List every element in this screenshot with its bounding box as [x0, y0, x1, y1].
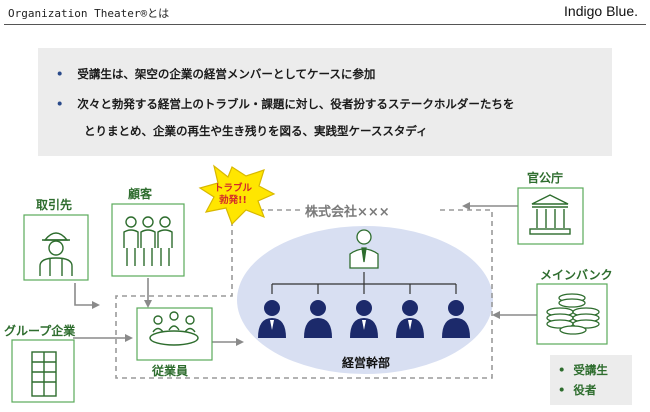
jugyoin-box	[136, 307, 213, 361]
group-kigyo-label: グループ企業	[4, 324, 76, 338]
kokyaku-label: 顧客	[128, 187, 153, 201]
ceo-icon	[349, 229, 379, 269]
torihikisaki-label: 取引先	[36, 198, 73, 212]
torihikisaki-box	[23, 214, 89, 281]
summary-bullet: •受講生は、架空の企業の経営メンバーとしてケースに参加	[56, 67, 376, 81]
header-divider	[4, 24, 646, 25]
legend-item-actor: •役者	[558, 383, 597, 397]
legend-item-trainee: •受講生	[558, 363, 608, 377]
main-bank-label: メインバンク	[540, 268, 613, 282]
summary-panel: •受講生は、架空の企業の経営メンバーとしてケースに参加 •次々と勃発する経営上の…	[38, 48, 612, 156]
page-title: Organization Theater®とは	[8, 7, 170, 20]
employees-meeting-icon	[149, 311, 199, 346]
summary-bullet: •次々と勃発する経営上のトラブル・課題に対し、役者扮するステークホルダーたちを	[56, 97, 515, 111]
trouble-burst-star	[198, 164, 276, 226]
jugyoin-label: 従業員	[152, 364, 189, 378]
org-chart-lines	[271, 272, 457, 294]
coin-stack-icon	[546, 293, 600, 335]
construction-worker-icon	[39, 232, 73, 276]
customers-icon	[123, 216, 173, 266]
legend: •受講生 •役者	[550, 355, 632, 405]
company-name: 株式会社×××	[302, 201, 393, 220]
group-kigyo-box	[11, 339, 75, 403]
summary-bullet-continuation: とりまとめ、企業の再生や生き残りを図る、実践型ケーススタディ	[84, 124, 428, 138]
kankocho-label: 官公庁	[527, 171, 564, 185]
kankocho-box	[517, 187, 584, 245]
kokyaku-box	[111, 203, 185, 277]
executives-ellipse	[237, 226, 493, 374]
brand-logo: Indigo Blue.	[564, 3, 638, 19]
government-building-icon	[529, 194, 571, 235]
trouble-burst-text: トラブル 勃発!!	[213, 183, 252, 206]
office-building-icon	[31, 351, 57, 397]
executives-label: 経営幹部	[342, 356, 391, 370]
